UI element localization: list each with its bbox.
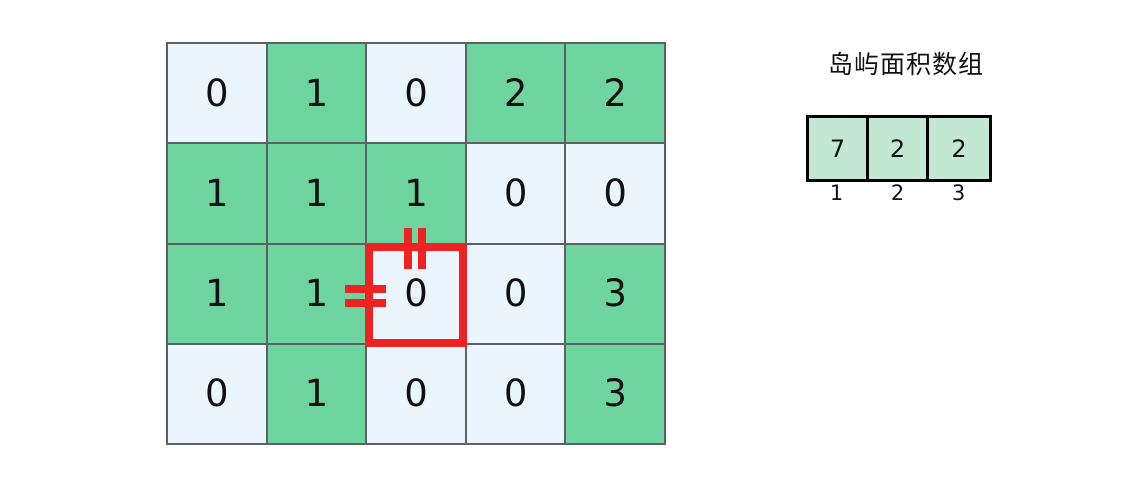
grid-cell-value: 1 bbox=[304, 372, 329, 416]
grid-cell-r1c1[interactable]: 0 bbox=[168, 44, 268, 145]
grid-cell-r2c1[interactable]: 1 bbox=[168, 144, 268, 245]
grid-cell-r4c4[interactable]: 0 bbox=[466, 344, 567, 445]
grid-cell-r3c5[interactable]: 3 bbox=[566, 244, 666, 345]
grid-cell-value: 0 bbox=[503, 372, 528, 416]
grid-cell-r2c5[interactable]: 0 bbox=[566, 144, 666, 245]
grid-cell-value: 3 bbox=[603, 372, 627, 416]
grid-cell-value: 0 bbox=[404, 272, 428, 316]
grid-cell-value: 1 bbox=[205, 272, 229, 316]
grid-cell-r1c2[interactable]: 1 bbox=[267, 44, 368, 145]
grid-cell-r4c5[interactable]: 3 bbox=[566, 344, 666, 445]
grid-cell-r1c4[interactable]: 2 bbox=[466, 44, 567, 145]
grid-cell-r4c3[interactable]: 0 bbox=[367, 344, 467, 445]
grid-cell-r2c4[interactable]: 0 bbox=[466, 144, 567, 245]
area-array-cells: 7 2 2 bbox=[806, 115, 992, 182]
grid-cell-r2c2[interactable]: 1 bbox=[267, 144, 368, 245]
area-array-index-3: 3 bbox=[951, 181, 966, 205]
grid-cell-value: 2 bbox=[503, 71, 528, 115]
grid-cell-r3c3[interactable]: 0 bbox=[367, 244, 467, 345]
area-array-cell-value: 2 bbox=[889, 134, 906, 163]
area-array-cell-value: 2 bbox=[951, 134, 967, 163]
grid-cell-r1c3[interactable]: 0 bbox=[367, 44, 467, 145]
grid-cell-r4c2[interactable]: 1 bbox=[267, 344, 368, 445]
grid-cell-r1c5[interactable]: 2 bbox=[566, 44, 666, 145]
area-array-index-1: 1 bbox=[829, 181, 844, 205]
area-array-indices: 1 2 3 bbox=[806, 183, 989, 204]
area-array-cell-3[interactable]: 2 bbox=[929, 118, 989, 179]
grid-cell-value: 0 bbox=[205, 372, 229, 416]
grid-cell-value: 0 bbox=[404, 71, 428, 115]
island-grid-panel: 0 1 0 2 2 1 1 1 0 0 1 1 0 0 3 0 1 0 0 3 bbox=[166, 42, 666, 445]
grid-cell-value: 0 bbox=[404, 372, 428, 416]
area-array-cell-value: 7 bbox=[829, 134, 846, 163]
grid-cell-value: 1 bbox=[205, 171, 229, 215]
area-array-cell-1[interactable]: 7 bbox=[809, 118, 869, 179]
grid-cell-value: 0 bbox=[503, 272, 528, 316]
grid-cell-value: 3 bbox=[603, 272, 627, 316]
grid-cell-value: 1 bbox=[304, 171, 329, 215]
grid-cell-r2c3[interactable]: 1 bbox=[367, 144, 467, 245]
area-array-title: 岛屿面积数组 bbox=[827, 50, 984, 79]
grid-cell-value: 1 bbox=[304, 71, 329, 115]
grid-cell-r3c4[interactable]: 0 bbox=[466, 244, 567, 345]
area-array-cell-2[interactable]: 2 bbox=[869, 118, 929, 179]
grid-cell-r3c1[interactable]: 1 bbox=[168, 244, 268, 345]
grid-cell-r4c1[interactable]: 0 bbox=[168, 344, 268, 445]
grid-cell-r3c2[interactable]: 1 bbox=[267, 244, 368, 345]
grid-cell-value: 2 bbox=[603, 71, 627, 115]
grid-cell-value: 0 bbox=[603, 171, 627, 215]
area-array-index-2: 2 bbox=[890, 181, 905, 205]
grid-cell-value: 0 bbox=[205, 71, 229, 115]
island-grid: 0 1 0 2 2 1 1 1 0 0 1 1 0 0 3 0 1 0 0 3 bbox=[166, 42, 666, 445]
grid-cell-value: 1 bbox=[404, 171, 428, 215]
grid-cell-value: 1 bbox=[304, 272, 329, 316]
grid-cell-value: 0 bbox=[503, 171, 528, 215]
area-array-panel: 岛屿面积数组 7 2 2 1 2 3 bbox=[790, 50, 1020, 204]
